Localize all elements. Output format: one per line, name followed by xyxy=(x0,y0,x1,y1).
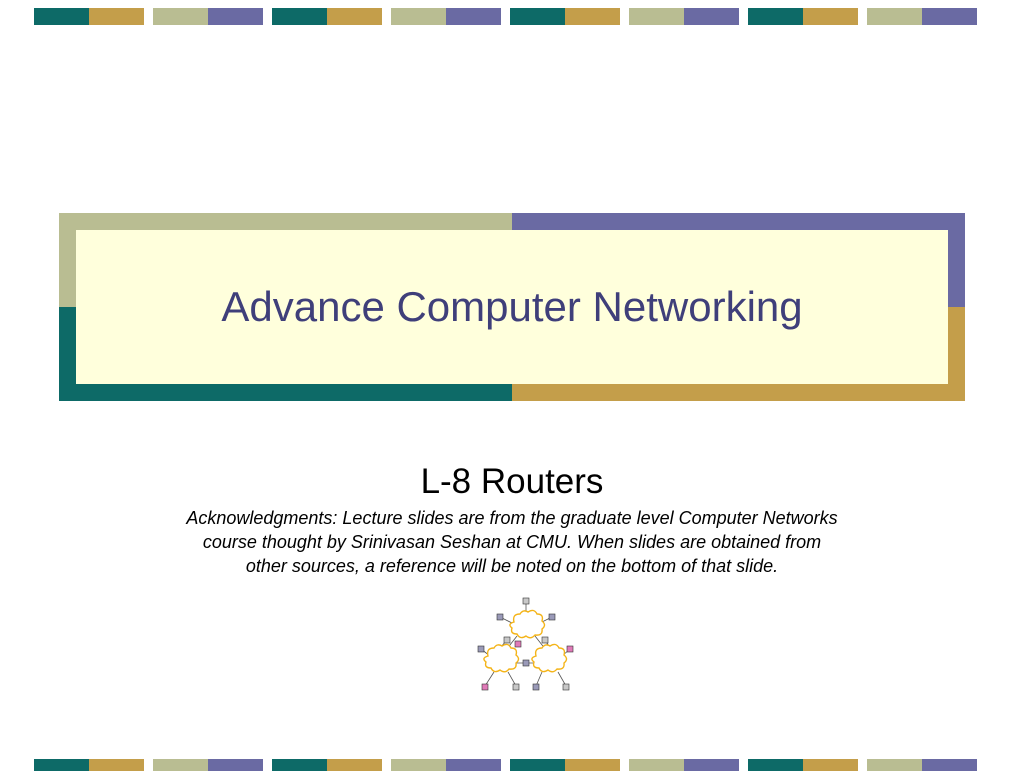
title-box: Advance Computer Networking xyxy=(76,230,948,384)
stripe-segment xyxy=(565,8,620,25)
stripe-segment xyxy=(89,8,144,25)
stripe-segment xyxy=(565,759,620,771)
stripe-segment xyxy=(34,759,89,771)
stripe-segment xyxy=(272,8,327,25)
stripe-segment xyxy=(327,8,382,25)
network-nodes xyxy=(477,597,574,691)
stripe-segment xyxy=(510,8,565,25)
stripe-segment xyxy=(748,759,803,771)
stripe-segment xyxy=(922,8,977,25)
acknowledgment-text: Acknowledgments: Lecture slides are from… xyxy=(186,508,838,576)
stripe-segment xyxy=(803,8,858,25)
router-network-icon xyxy=(477,597,574,691)
stripe-segment xyxy=(153,8,208,25)
stripe-segment xyxy=(803,759,858,771)
stripe-segment xyxy=(89,759,144,771)
slide-subtitle: L-8 Routers xyxy=(420,462,604,501)
stripe-segment xyxy=(684,8,739,25)
stripe-segment xyxy=(867,759,922,771)
top-decorative-stripe xyxy=(34,8,982,25)
stripe-segment xyxy=(391,759,446,771)
stripe-segment xyxy=(272,759,327,771)
stripe-segment xyxy=(629,759,684,771)
stripe-segment xyxy=(446,8,501,25)
slide-title: Advance Computer Networking xyxy=(221,283,803,330)
stripe-segment xyxy=(391,8,446,25)
title-frame: Advance Computer Networking xyxy=(59,213,965,401)
bottom-decorative-stripe xyxy=(34,759,982,771)
stripe-segment xyxy=(684,759,739,771)
stripe-segment xyxy=(748,8,803,25)
stripe-segment xyxy=(629,8,684,25)
stripe-segment xyxy=(153,759,208,771)
stripe-segment xyxy=(34,8,89,25)
stripe-segment xyxy=(208,759,263,771)
stripe-segment xyxy=(922,759,977,771)
stripe-segment xyxy=(510,759,565,771)
stripe-segment xyxy=(446,759,501,771)
stripe-segment xyxy=(208,8,263,25)
network-clouds xyxy=(483,609,568,673)
stripe-segment xyxy=(327,759,382,771)
stripe-segment xyxy=(867,8,922,25)
